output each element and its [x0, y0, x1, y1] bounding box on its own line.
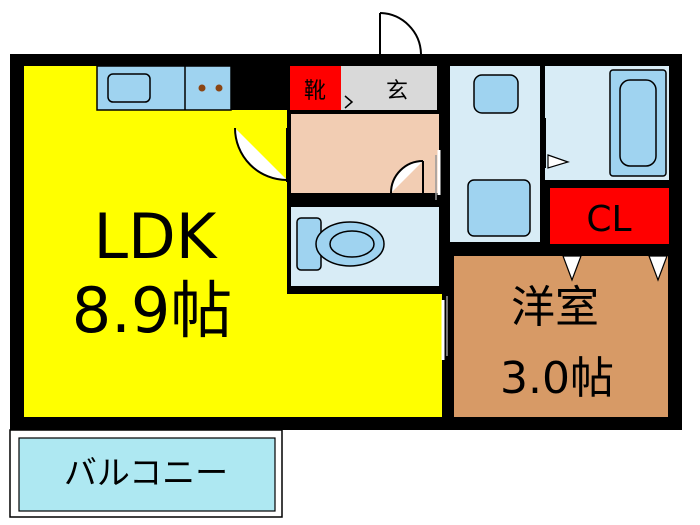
closet: [550, 188, 669, 244]
hallway: [291, 114, 439, 193]
western-room-size: 3.0帖: [500, 353, 614, 404]
ldk-room-size: 8.9帖: [72, 274, 233, 347]
kitchen-counter: [96, 65, 232, 111]
entrance-label: 玄: [386, 79, 408, 104]
entrance-area: [341, 66, 437, 110]
closet-door: [562, 255, 582, 282]
closet-door: [648, 255, 668, 282]
western-room: [454, 256, 668, 417]
bathtub-icon: [609, 69, 667, 177]
toilet-icon: [296, 217, 385, 271]
ldk-room: [24, 66, 442, 417]
balcony: [9, 429, 283, 518]
stove-burner-icon: [198, 84, 206, 92]
entrance-door: [379, 12, 422, 58]
balcony-label: バルコニー: [64, 453, 228, 492]
toilet-door: [390, 160, 424, 194]
fridge-space: [231, 66, 287, 110]
closet-label: CL: [586, 199, 631, 240]
washing-machine-icon: [467, 179, 531, 237]
shoe-box: [290, 66, 341, 110]
ldk-room-name: LDK: [94, 200, 218, 273]
ldk-door: [234, 127, 288, 182]
sink-icon: [107, 73, 151, 103]
shoe-box-label: 靴: [304, 79, 326, 104]
bathroom-door: [544, 118, 570, 169]
stove-burner-icon: [215, 84, 223, 92]
western-room-name: 洋室: [511, 282, 599, 333]
washbasin-icon: [473, 74, 519, 114]
